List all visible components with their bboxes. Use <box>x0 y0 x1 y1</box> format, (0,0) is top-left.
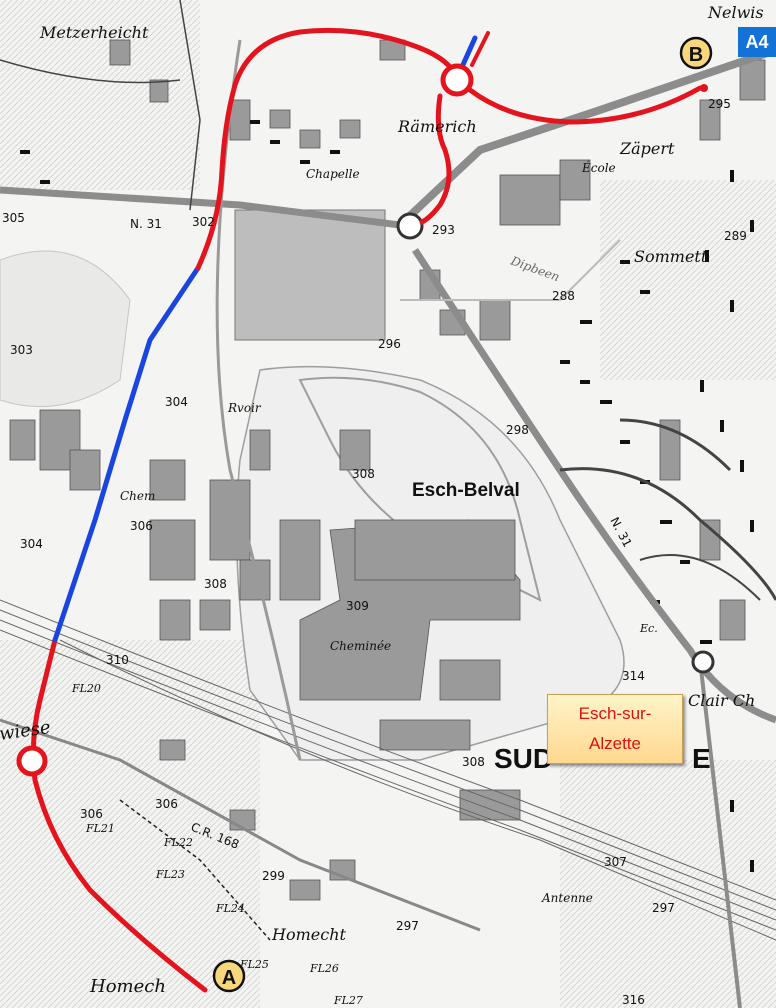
elev-307: 307 <box>604 855 627 869</box>
elev-308-c: 308 <box>462 755 485 769</box>
label-chem: Chem <box>120 489 155 503</box>
label-sud: SUD <box>494 743 553 774</box>
label-esch-belval: Esch-Belval <box>412 480 520 501</box>
roundabout-north <box>440 63 474 97</box>
label-clair-ch: Clair Ch <box>688 691 755 710</box>
fl-24: FL24 <box>215 902 245 915</box>
label-chapelle: Chapelle <box>306 167 360 181</box>
marker-a[interactable]: A <box>212 959 246 993</box>
label-sommett: Sommett <box>634 247 708 266</box>
elevation-labels: 305 302 293 295 289 288 296 303 304 298 … <box>2 97 747 1007</box>
elev-302: 302 <box>192 215 215 229</box>
field-labels: FL20 FL21 FL22 FL23 FL24 FL25 FL26 FL27 <box>71 682 363 1007</box>
elev-296: 296 <box>378 337 401 351</box>
elev-316: 316 <box>622 993 645 1007</box>
elev-308-b: 308 <box>204 577 227 591</box>
elev-309: 309 <box>346 599 369 613</box>
fl-27: FL27 <box>333 994 363 1007</box>
fl-20: FL20 <box>71 682 101 695</box>
parking-area <box>234 209 386 341</box>
label-rvoir: Rvoir <box>227 401 262 415</box>
elev-298: 298 <box>506 423 529 437</box>
elev-305: 305 <box>2 211 25 225</box>
elev-304-b: 304 <box>20 537 43 551</box>
elev-303: 303 <box>10 343 33 357</box>
fl-25: FL25 <box>239 958 269 971</box>
elev-306-a: 306 <box>130 519 153 533</box>
label-nelwis: Nelwis <box>707 3 764 22</box>
elev-304-a: 304 <box>165 395 188 409</box>
elev-295: 295 <box>708 97 731 111</box>
fl-26: FL26 <box>309 962 339 975</box>
label-ramerich: Rämerich <box>397 117 477 136</box>
roundabouts <box>396 212 715 674</box>
marker-b-label: B <box>689 44 703 66</box>
label-ec: Ec. <box>639 622 658 635</box>
elev-293: 293 <box>432 223 455 237</box>
elev-306-c: 306 <box>80 807 103 821</box>
fl-22: FL22 <box>163 836 193 849</box>
elev-289: 289 <box>724 229 747 243</box>
label-homecht: Homecht <box>271 925 346 944</box>
fl-21: FL21 <box>85 822 115 835</box>
marker-b[interactable]: B <box>679 36 713 70</box>
label-cheminee: Cheminée <box>330 639 391 653</box>
roundabout-west <box>16 745 48 777</box>
buildings-layer <box>9 39 766 901</box>
marker-a-label: A <box>222 967 236 989</box>
motorway-a4-badge: A4 <box>738 27 776 57</box>
elev-314: 314 <box>622 669 645 683</box>
label-zapert: Zäpert <box>619 139 675 158</box>
label-homech: Homech <box>89 976 166 997</box>
label-n31: N. 31 <box>130 217 162 231</box>
city-label-line1: Esch-sur- <box>578 704 652 723</box>
label-metzerheicht: Metzerheicht <box>39 23 149 42</box>
elev-299: 299 <box>262 869 285 883</box>
elev-297-b: 297 <box>652 901 675 915</box>
label-antenne: Antenne <box>541 891 593 905</box>
route-overlay <box>16 27 708 993</box>
elev-297-a: 297 <box>396 919 419 933</box>
elev-308-a: 308 <box>352 467 375 481</box>
label-e: E <box>692 743 711 774</box>
elev-310: 310 <box>106 653 129 667</box>
label-ecole: École <box>581 160 616 175</box>
city-label-esch-sur-alzette[interactable]: Esch-sur- Alzette <box>547 694 683 764</box>
elev-288: 288 <box>552 289 575 303</box>
city-label-line2: Alzette <box>589 734 641 753</box>
place-labels: Metzerheicht Nelwis Rämerich Zäpert Écol… <box>0 3 764 997</box>
fl-23: FL23 <box>155 868 185 881</box>
elev-306-b: 306 <box>155 797 178 811</box>
